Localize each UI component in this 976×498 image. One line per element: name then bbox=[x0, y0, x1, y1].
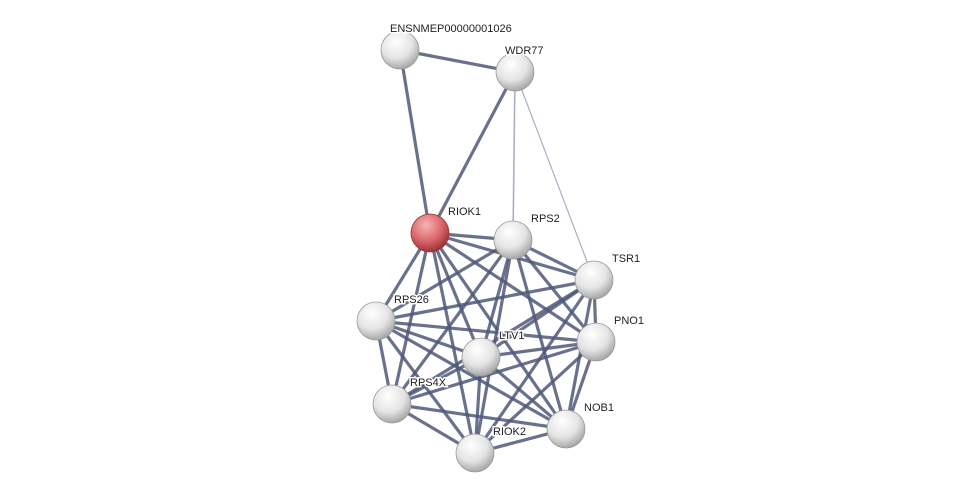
node-label: WDR77 bbox=[505, 45, 544, 57]
node-rps2[interactable]: RPS2 bbox=[493, 212, 561, 260]
node-sphere[interactable] bbox=[546, 409, 586, 449]
edge-wdr77-tsr1[interactable] bbox=[514, 71, 595, 281]
node-sphere[interactable] bbox=[372, 384, 412, 424]
node-sphere[interactable] bbox=[410, 213, 450, 253]
edge-rps26-pno1[interactable] bbox=[375, 319, 597, 344]
edge-rps26-nob1[interactable] bbox=[375, 319, 567, 431]
edge-riok1-pno1[interactable] bbox=[429, 231, 597, 344]
edge-ensnmep00000001026-wdr77[interactable] bbox=[399, 48, 516, 74]
edge-pno1-rps4x[interactable] bbox=[391, 340, 597, 406]
node-sphere[interactable] bbox=[576, 322, 616, 362]
node-label: RIOK2 bbox=[493, 426, 526, 438]
node-wdr77[interactable]: WDR77 bbox=[495, 44, 545, 92]
edge-rps4x-nob1[interactable] bbox=[391, 402, 567, 431]
node-rps26[interactable]: RPS26 bbox=[356, 293, 430, 341]
edge-tsr1-rps26[interactable] bbox=[375, 278, 595, 323]
edge-wdr77-riok1[interactable] bbox=[428, 71, 517, 234]
edge-riok1-rps4x[interactable] bbox=[390, 232, 432, 405]
node-riok1[interactable]: RIOK1 bbox=[410, 205, 483, 253]
node-sphere[interactable] bbox=[455, 433, 495, 473]
node-sphere[interactable] bbox=[461, 337, 501, 377]
edge-rps2-nob1[interactable] bbox=[511, 239, 568, 430]
node-label: RPS2 bbox=[531, 213, 560, 225]
node-label: NOB1 bbox=[584, 402, 614, 414]
edge-ensnmep00000001026-riok1[interactable] bbox=[398, 49, 432, 234]
node-sphere[interactable] bbox=[356, 301, 396, 341]
node-sphere[interactable] bbox=[380, 30, 420, 70]
node-nob1[interactable]: NOB1 bbox=[546, 401, 615, 449]
edge-rps2-rps26[interactable] bbox=[375, 238, 514, 323]
edge-tsr1-nob1[interactable] bbox=[564, 279, 596, 430]
node-ltv1[interactable]: LTV1 bbox=[461, 329, 526, 377]
node-label: PNO1 bbox=[614, 315, 644, 327]
node-label: ENSNMEP00000001026 bbox=[390, 23, 512, 35]
edge-rps2-rps4x[interactable] bbox=[390, 239, 515, 405]
node-sphere[interactable] bbox=[574, 260, 614, 300]
edge-pno1-riok2[interactable] bbox=[473, 340, 598, 455]
node-sphere[interactable] bbox=[493, 220, 533, 260]
node-rps4x[interactable]: RPS4X bbox=[372, 376, 448, 424]
node-pno1[interactable]: PNO1 bbox=[576, 314, 645, 362]
node-label: TSR1 bbox=[612, 253, 640, 265]
edge-rps2-pno1[interactable] bbox=[511, 238, 598, 344]
edge-riok1-ltv1[interactable] bbox=[428, 232, 483, 358]
node-label: RPS26 bbox=[394, 294, 429, 306]
node-label: LTV1 bbox=[499, 330, 524, 342]
node-label: RPS4X bbox=[410, 377, 447, 389]
edge-tsr1-riok2[interactable] bbox=[473, 279, 596, 454]
node-sphere[interactable] bbox=[495, 52, 535, 92]
node-tsr1[interactable]: TSR1 bbox=[574, 252, 642, 300]
node-ensnmep00000001026[interactable]: ENSNMEP00000001026 bbox=[380, 22, 513, 70]
node-label: RIOK1 bbox=[448, 206, 481, 218]
node-riok2[interactable]: RIOK2 bbox=[455, 425, 528, 473]
edge-wdr77-rps2[interactable] bbox=[512, 71, 516, 241]
